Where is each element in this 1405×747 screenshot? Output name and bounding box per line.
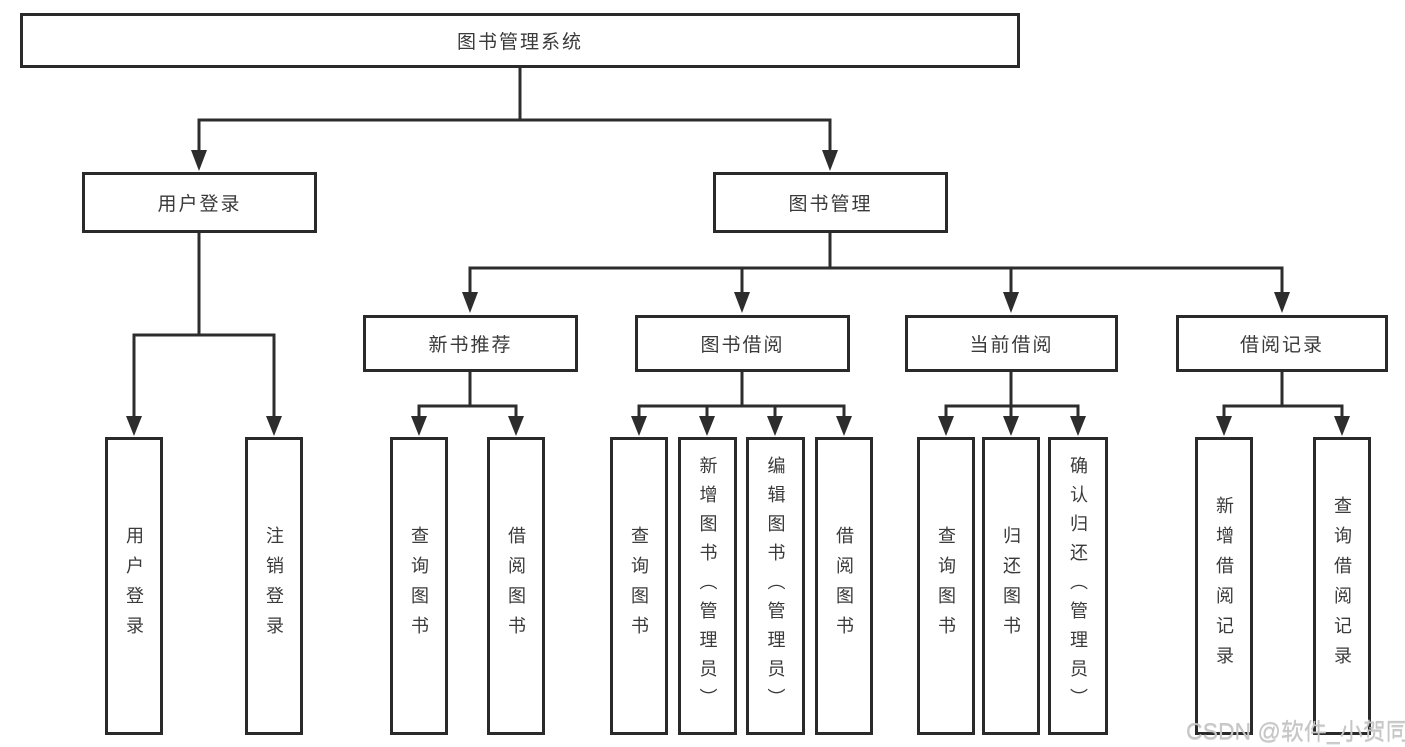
connector-root-to-level2 [191, 66, 838, 171]
leaf-borrow-book-recommend: 借阅图书 [487, 437, 545, 735]
leaf-query-borrow-record-label: 查询借阅记录 [1332, 496, 1352, 676]
connector-current-borrow [938, 370, 1086, 436]
leaf-add-borrow-record-label: 新增借阅记录 [1214, 496, 1234, 676]
leaf-borrow-book: 借阅图书 [815, 437, 873, 735]
leaf-return-book-label: 归还图书 [1001, 526, 1021, 646]
node-new-book-recommend-label: 新书推荐 [428, 335, 513, 356]
leaf-user-login-label: 用户登录 [124, 526, 144, 646]
connector-book-mgmt [462, 231, 1290, 313]
leaf-query-book-borrow: 查询图书 [610, 437, 668, 735]
leaf-confirm-return-admin-label: 确认归还（管理员） [1068, 455, 1088, 717]
leaf-edit-book-admin: 编辑图书（管理员） [746, 437, 805, 735]
leaf-user-login: 用户登录 [105, 437, 163, 735]
leaf-confirm-return-admin: 确认归还（管理员） [1048, 437, 1108, 735]
node-borrow-records-label: 借阅记录 [1239, 335, 1324, 356]
leaf-query-book-current-label: 查询图书 [936, 526, 956, 646]
node-user-login: 用户登录 [82, 172, 317, 233]
node-root: 图书管理系统 [20, 13, 1020, 68]
connector-book-borrow [631, 370, 852, 436]
leaf-logout-label: 注销登录 [264, 526, 284, 646]
leaf-edit-book-admin-label: 编辑图书（管理员） [765, 455, 786, 717]
leaf-add-book-admin: 新增图书（管理员） [678, 437, 737, 735]
node-borrow-records: 借阅记录 [1176, 315, 1388, 372]
connector-user-login [126, 231, 282, 436]
leaf-return-book: 归还图书 [982, 437, 1040, 735]
leaf-add-book-admin-label: 新增图书（管理员） [697, 455, 718, 717]
node-user-login-label: 用户登录 [157, 194, 242, 215]
node-current-borrow-label: 当前借阅 [969, 335, 1054, 356]
node-book-mgmt-label: 图书管理 [788, 194, 873, 215]
connector-borrow-records [1216, 370, 1350, 436]
leaf-add-borrow-record: 新增借阅记录 [1195, 437, 1253, 735]
node-new-book-recommend: 新书推荐 [363, 315, 578, 372]
node-book-borrow: 图书借阅 [635, 315, 850, 372]
node-book-mgmt: 图书管理 [713, 172, 948, 233]
leaf-query-book-current: 查询图书 [917, 437, 975, 735]
csdn-watermark: CSDN @软件_小贺同学 [1186, 718, 1405, 744]
leaf-query-book-recommend-label: 查询图书 [409, 526, 429, 646]
leaf-borrow-book-recommend-label: 借阅图书 [506, 526, 526, 646]
leaf-query-book-recommend: 查询图书 [390, 437, 448, 735]
leaf-query-book-borrow-label: 查询图书 [629, 526, 649, 646]
leaf-logout: 注销登录 [245, 437, 303, 735]
node-root-label: 图书管理系统 [456, 32, 583, 53]
node-book-borrow-label: 图书借阅 [700, 335, 785, 356]
leaf-borrow-book-label: 借阅图书 [834, 526, 854, 646]
connector-new-book [411, 370, 524, 436]
node-current-borrow: 当前借阅 [905, 315, 1118, 372]
leaf-query-borrow-record: 查询借阅记录 [1313, 437, 1371, 735]
